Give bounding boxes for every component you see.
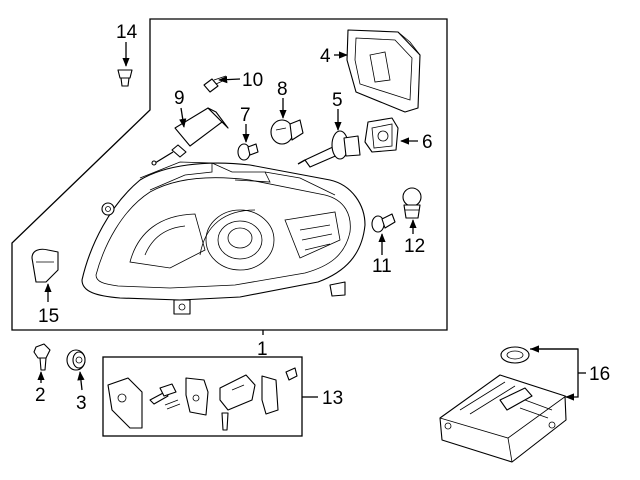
grommet-part-3 [66,349,86,371]
headlamp-housing [81,161,366,315]
callout-7: 7 [240,105,251,126]
callout-2: 2 [35,385,46,406]
connector-part-15 [31,248,59,283]
cover-part-4 [346,29,421,113]
callout-8: 8 [277,79,288,100]
callout-13: 13 [322,388,343,409]
bulb-part-7 [237,143,259,161]
callout-1: 1 [257,339,268,360]
callout-10: 10 [242,70,263,91]
callout-labels: 14 10 9 8 7 5 4 6 12 11 15 1 2 3 13 16 [35,22,610,414]
bulb-part-11 [371,213,396,233]
bulb-part-8 [270,119,304,145]
callout-5: 5 [332,90,343,111]
adjuster-part-9 [151,107,229,166]
callout-9: 9 [174,88,185,109]
callout-16: 16 [589,364,610,385]
callout-11: 11 [372,256,392,277]
callout-4: 4 [320,46,331,67]
callout-15: 15 [38,306,59,327]
assembly-boundary [11,18,448,331]
callout-14: 14 [116,22,138,43]
clip-part-14 [117,69,133,87]
screw-part-10 [203,75,228,93]
ballast-part-16 [439,346,567,463]
socket-part-6 [364,117,399,153]
hid-bulb-part-5 [297,130,361,168]
repair-kit-part-13 [102,356,303,437]
callout-12: 12 [404,236,425,257]
bulb-part-12 [402,187,422,219]
callout-3: 3 [76,393,87,414]
leader-lines [37,42,586,401]
callout-6: 6 [422,132,433,153]
bolt-part-2 [33,343,51,371]
